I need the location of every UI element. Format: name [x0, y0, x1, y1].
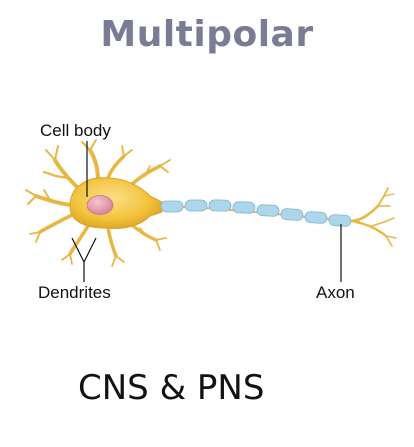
- axon-myelin-sheath: [160, 199, 352, 227]
- dendrites: [25, 139, 171, 267]
- diagram-title: Multipolar: [100, 14, 314, 55]
- axon-label: Axon: [316, 283, 355, 302]
- cell-body-label: Cell body: [40, 121, 111, 140]
- cell-body-shape: [69, 177, 163, 229]
- dendrites-leader: [71, 237, 97, 282]
- axon-terminals: [350, 187, 397, 247]
- leader-lines: [71, 141, 342, 282]
- dendrites-label: Dendrites: [38, 283, 111, 302]
- footer-caption: CNS & PNS: [78, 368, 265, 408]
- nucleus-shape: [86, 195, 114, 215]
